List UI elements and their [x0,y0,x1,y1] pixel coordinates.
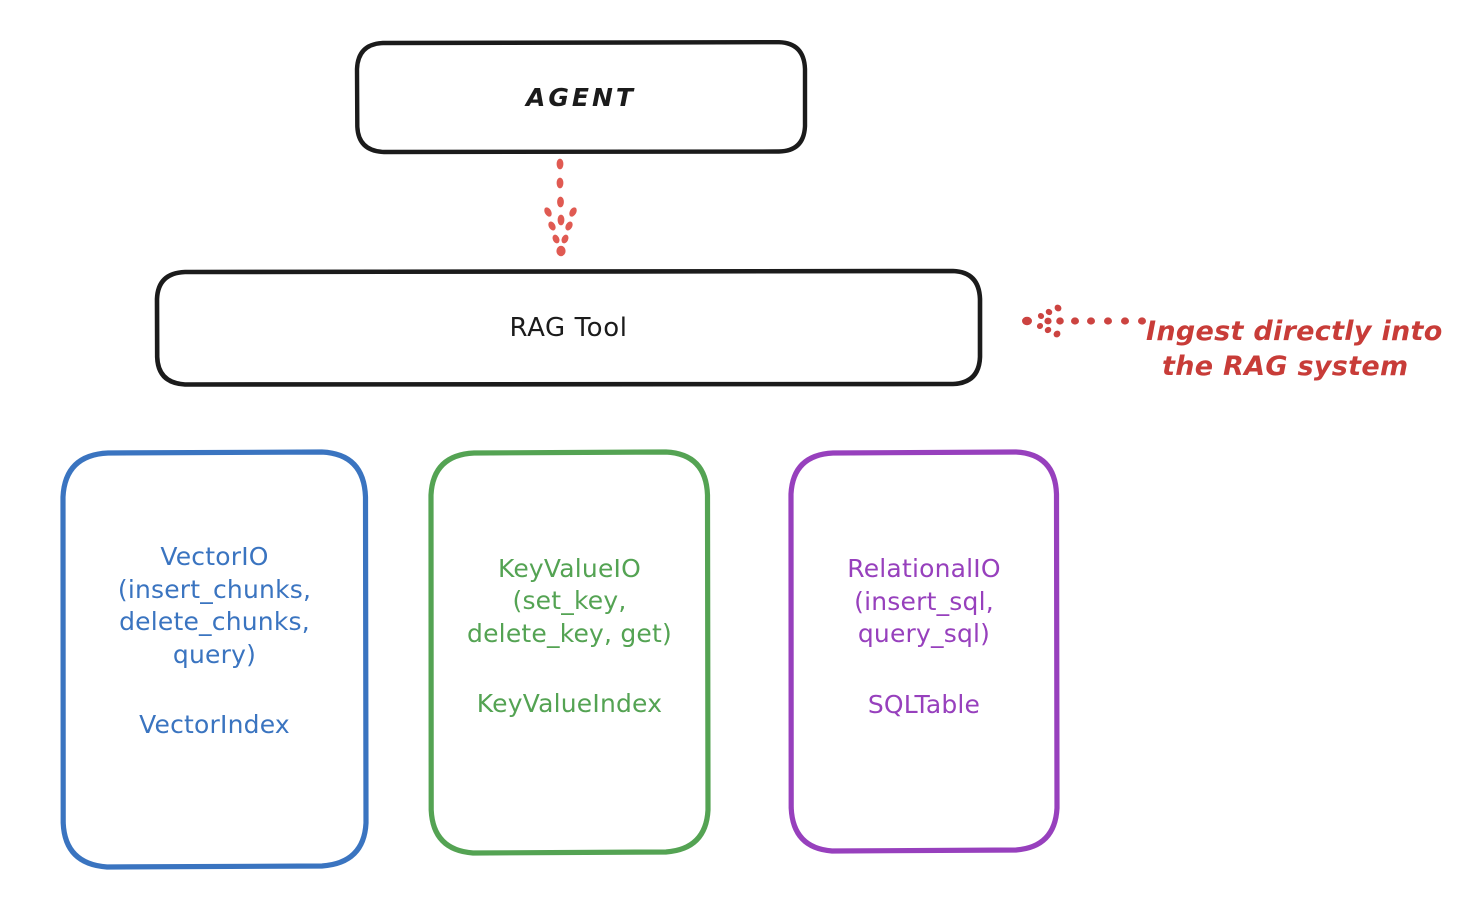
annotation-ingest-line-1: Ingest directly into [1146,316,1443,348]
node-agent-label: AGENT [526,82,636,112]
connector-agent-to-rag-tool [544,158,577,257]
connector-ingest-to-rag-tool [1022,304,1146,338]
node-key-value-io-index-label: KeyValueIndex [476,689,663,718]
node-key-value-io-api-label: KeyValueIO (set_key, delete_key, get) [467,553,672,648]
node-vector-io-api-label: VectorIO (insert_chunks, delete_chunks, … [117,542,312,669]
node-relational-io-api-label: RelationalIO (insert_sql, query_sql) [847,554,1001,648]
node-rag-tool-label: RAG Tool [509,312,628,343]
node-relational-io-index-label: SQLTable [867,689,981,719]
node-vector-io-index-label: VectorIndex [139,710,290,740]
node-vector-io[interactable]: VectorIO (insert_chunks, delete_chunks, … [60,449,369,870]
annotation-ingest-directly: Ingest directly into the RAG system [1146,279,1476,419]
node-key-value-io[interactable]: KeyValueIO (set_key, delete_key, get) Ke… [428,449,711,856]
node-rag-tool[interactable]: RAG Tool [154,268,983,387]
annotation-ingest-line-2: the RAG system [1162,351,1409,383]
node-agent[interactable]: AGENT [354,40,808,155]
node-relational-io[interactable]: RelationalIO (insert_sql, query_sql) SQL… [788,449,1060,854]
